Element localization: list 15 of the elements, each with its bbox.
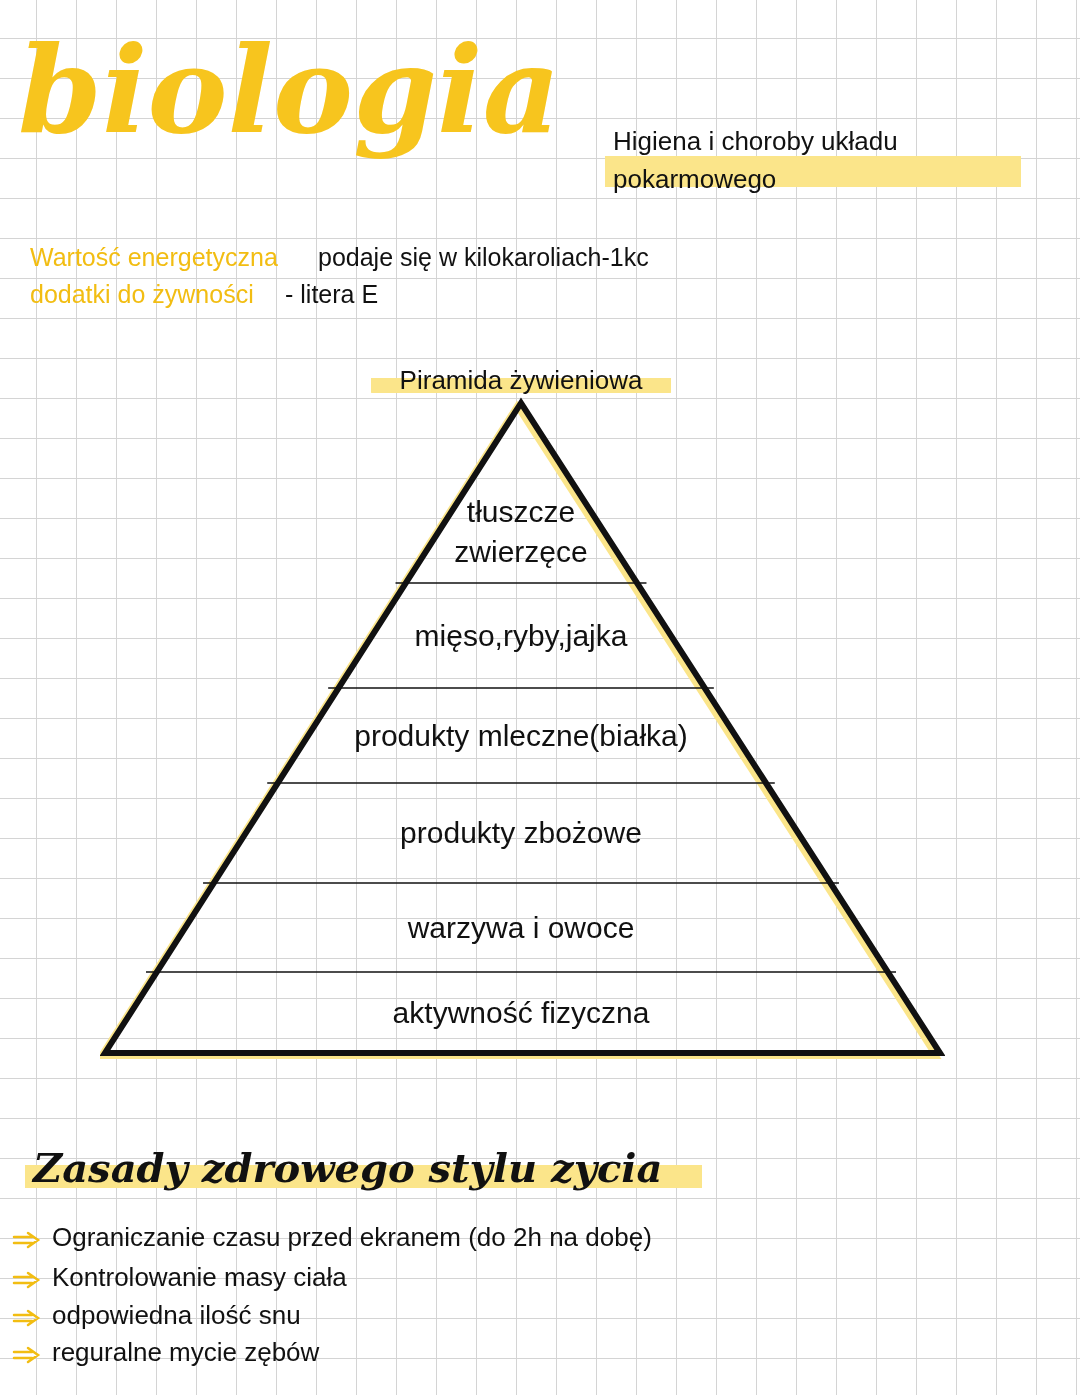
- pyramid-level-label: warzywa i owoce: [407, 909, 635, 946]
- pyramid-level-label: aktywność fizyczna: [392, 994, 650, 1031]
- pyramid-level-label: produkty mleczne(białka): [354, 717, 688, 754]
- list-item: Ograniczanie czasu przed ekranem (do 2h na dobę): [52, 1222, 652, 1253]
- page-title: biologia: [18, 18, 561, 162]
- pyramid-level-label: produkty zbożowe: [400, 815, 642, 851]
- note-text: podaje się w kilokaroliach-1kc: [318, 243, 649, 272]
- key-term: Wartość energetyczna: [30, 243, 278, 272]
- key-term: dodatki do żywności: [30, 280, 254, 309]
- pyramid-level-label: mięso,ryby,jajka: [414, 617, 628, 654]
- pyramid-level-label: tłuszcze zwierzęce: [453, 493, 589, 570]
- list-item: Kontrolowanie masy ciała: [52, 1262, 347, 1293]
- note-text: - litera E: [285, 280, 379, 309]
- list-item: odpowiedna ilość snu: [52, 1300, 301, 1331]
- list-item: reguralne mycie zębów: [52, 1337, 320, 1368]
